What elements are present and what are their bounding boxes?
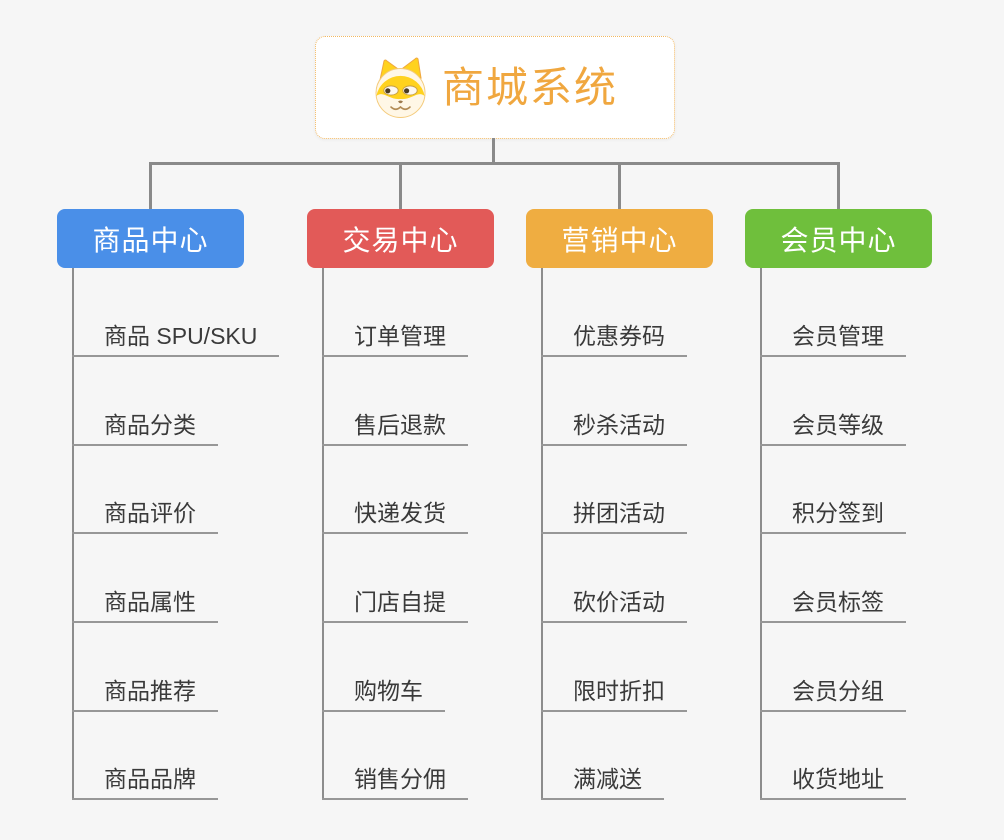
branch-header-trade-center[interactable]: 交易中心 [307,209,494,268]
connector-trunk [322,268,324,800]
branch-header-marketing-center[interactable]: 营销中心 [526,209,713,268]
connector-drop-marketing [618,165,621,209]
root-title: 商城系统 [441,63,618,111]
child-node[interactable]: 商品 SPU/SKU [72,325,280,357]
child-node[interactable]: 商品分类 [72,414,218,446]
child-node[interactable]: 会员管理 [760,325,906,357]
child-node[interactable]: 商品属性 [72,591,218,623]
child-node[interactable]: 收货地址 [760,768,906,800]
branch-header-product-center[interactable]: 商品中心 [57,209,244,268]
root-node[interactable]: 商城系统 [315,36,675,139]
branch-header-member-center[interactable]: 会员中心 [745,209,932,268]
connector-trunk [541,268,543,800]
child-node[interactable]: 积分签到 [760,502,906,534]
child-node[interactable]: 会员分组 [760,680,906,712]
child-node[interactable]: 优惠券码 [541,325,687,357]
connector-bus [149,162,840,165]
child-node[interactable]: 快递发货 [322,502,468,534]
branch-marketing-center: 营销中心 优惠券码 秒杀活动 拼团活动 砍价活动 限时折扣 满减送 [526,209,776,819]
child-node[interactable]: 砍价活动 [541,591,687,623]
branch-trade-center: 交易中心 订单管理 售后退款 快递发货 门店自提 购物车 销售分佣 [307,209,557,819]
child-node[interactable]: 秒杀活动 [541,414,687,446]
connector-trunk [760,268,762,800]
child-node[interactable]: 门店自提 [322,591,468,623]
child-node[interactable]: 拼团活动 [541,502,687,534]
child-node[interactable]: 售后退款 [322,414,468,446]
child-node[interactable]: 购物车 [322,680,445,712]
connector-root-drop [492,138,495,163]
connector-drop-product [149,165,152,209]
child-node[interactable]: 订单管理 [322,325,468,357]
child-node[interactable]: 满减送 [541,768,664,800]
branch-member-center: 会员中心 会员管理 会员等级 积分签到 会员标签 会员分组 收货地址 [745,209,995,819]
child-node[interactable]: 商品品牌 [72,768,218,800]
child-node[interactable]: 商品推荐 [72,680,218,712]
child-node[interactable]: 销售分佣 [322,768,468,800]
child-node[interactable]: 商品评价 [72,502,218,534]
child-node[interactable]: 会员标签 [760,591,906,623]
connector-trunk [72,268,74,800]
connector-drop-member [837,165,840,209]
branch-product-center: 商品中心 商品 SPU/SKU 商品分类 商品评价 商品属性 商品推荐 商品品牌 [57,209,307,819]
child-node[interactable]: 限时折扣 [541,680,687,712]
child-node[interactable]: 会员等级 [760,414,906,446]
connector-drop-trade [399,165,402,209]
dog-face-icon [372,56,429,119]
